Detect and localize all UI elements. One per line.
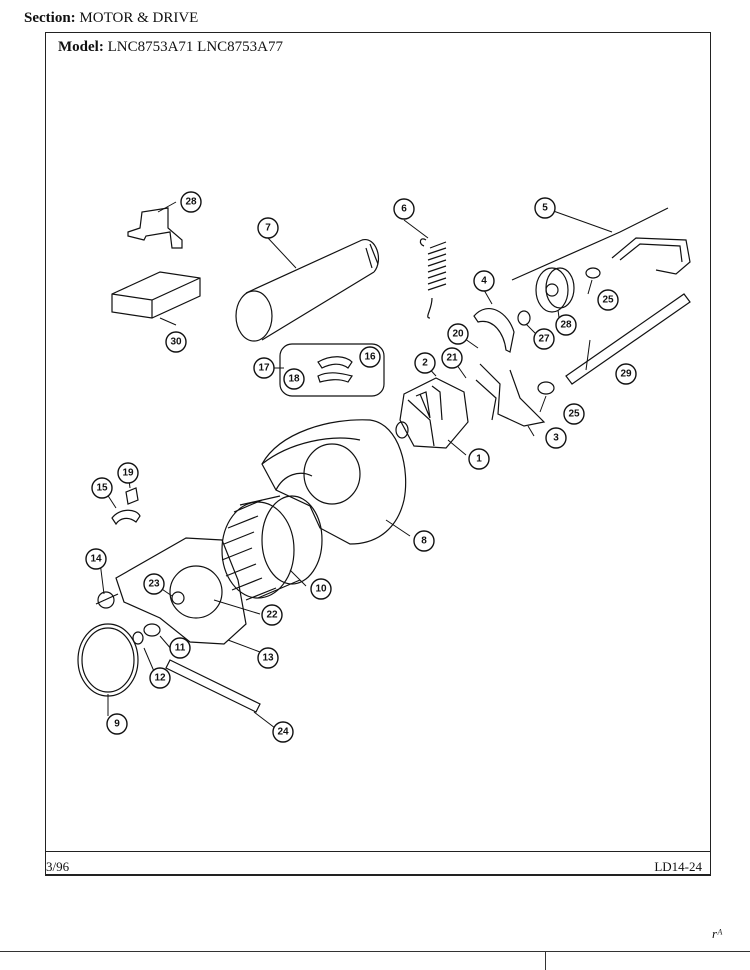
svg-text:18: 18 <box>288 374 300 385</box>
model-value: LNC8753A71 LNC8753A77 <box>107 39 283 55</box>
callout-30: 28 <box>180 191 202 213</box>
callout-26: 27 <box>533 328 555 350</box>
svg-text:25: 25 <box>602 295 614 306</box>
callout-9: 9 <box>106 713 128 735</box>
section-title: Section: MOTOR & DRIVE <box>24 10 198 27</box>
callout-29: 30 <box>165 331 187 353</box>
svg-text:1: 1 <box>476 454 482 465</box>
motor-icon <box>395 377 469 449</box>
callout-14: 14 <box>85 548 107 570</box>
svg-text:7: 7 <box>265 223 271 234</box>
callout-13: 13 <box>257 647 279 669</box>
callout-23: 23 <box>143 573 165 595</box>
cylinder-part <box>235 239 379 342</box>
callout-7: 7 <box>257 217 279 239</box>
callout-27: 28 <box>555 314 577 336</box>
svg-text:4: 4 <box>481 276 487 287</box>
callout-1: 1 <box>468 448 490 470</box>
back-plate-part <box>115 537 247 645</box>
callout-11: 11 <box>169 637 191 659</box>
section-label: Section: <box>24 10 76 26</box>
svg-text:2: 2 <box>422 358 428 369</box>
callout-22: 22 <box>261 604 283 626</box>
svg-text:13: 13 <box>262 653 274 664</box>
bearing-clip-part <box>317 356 353 383</box>
bearing-part <box>111 487 141 526</box>
heater-block-part <box>111 271 201 319</box>
svg-text:9: 9 <box>114 719 120 730</box>
svg-text:17: 17 <box>258 363 270 374</box>
callout-25b: 25 <box>563 403 585 425</box>
svg-text:10: 10 <box>315 584 327 595</box>
callout-12: 12 <box>149 667 171 689</box>
idler-assembly-part <box>511 207 691 395</box>
footer-rule <box>46 851 710 852</box>
handwritten-mark: rᴬ <box>712 926 723 941</box>
callout-17: 17 <box>253 357 275 379</box>
section-value: MOTOR & DRIVE <box>79 10 199 26</box>
thermostat-part <box>95 591 119 609</box>
bearing-kit-box <box>279 343 385 397</box>
footer-date: 3/96 <box>46 859 70 874</box>
svg-text:22: 22 <box>266 610 278 621</box>
svg-text:14: 14 <box>90 554 102 565</box>
callout-3: 3 <box>545 427 567 449</box>
svg-text:21: 21 <box>446 353 458 364</box>
svg-text:15: 15 <box>96 483 108 494</box>
callout-10: 10 <box>310 578 332 600</box>
svg-text:19: 19 <box>122 468 134 479</box>
svg-text:28: 28 <box>185 197 197 208</box>
callout-2: 2 <box>414 352 436 374</box>
diagram-frame: Model: LNC8753A71 LNC8753A77 3/96 LD14-2… <box>45 32 711 876</box>
bottom-tick <box>545 951 546 970</box>
svg-text:11: 11 <box>175 643 186 654</box>
svg-text:12: 12 <box>154 673 166 684</box>
callout-6: 6 <box>393 198 415 220</box>
drive-belt-icon <box>77 623 139 697</box>
motor-mount-part <box>475 363 546 427</box>
lint-strip-part <box>165 659 261 713</box>
callout-4: 4 <box>473 270 495 292</box>
bottom-rule <box>0 951 750 952</box>
svg-text:5: 5 <box>542 203 548 214</box>
blower-wheel-icon <box>221 495 323 601</box>
callout-28: 29 <box>615 363 637 385</box>
callout-8: 8 <box>413 530 435 552</box>
svg-text:25: 25 <box>568 409 580 420</box>
callout-19: 19 <box>117 462 139 484</box>
footer-code: LD14-24 <box>654 859 702 874</box>
svg-text:20: 20 <box>452 329 464 340</box>
svg-text:23: 23 <box>148 579 160 590</box>
svg-text:27: 27 <box>538 334 550 345</box>
svg-text:30: 30 <box>170 337 182 348</box>
callout-20: 20 <box>447 323 469 345</box>
bracket-part <box>127 207 183 249</box>
callout-15: 15 <box>91 477 113 499</box>
callout-25a: 25 <box>597 289 619 311</box>
svg-text:8: 8 <box>421 536 427 547</box>
model-label: Model: <box>58 39 104 55</box>
svg-text:16: 16 <box>364 352 376 363</box>
svg-text:29: 29 <box>620 369 632 380</box>
svg-text:6: 6 <box>401 204 407 215</box>
callout-24: 24 <box>272 721 294 743</box>
callout-16: 16 <box>359 346 381 368</box>
callout-18: 18 <box>283 368 305 390</box>
motor-clamp-part <box>473 307 515 353</box>
svg-text:28: 28 <box>560 320 572 331</box>
callout-21: 21 <box>441 347 463 369</box>
blower-housing-icon <box>261 419 407 545</box>
svg-text:24: 24 <box>277 727 289 738</box>
svg-text:3: 3 <box>553 433 559 444</box>
small-bearing-part <box>132 623 161 645</box>
spring-part <box>419 238 447 319</box>
model-title: Model: LNC8753A71 LNC8753A77 <box>58 39 283 56</box>
callout-5: 5 <box>534 197 556 219</box>
